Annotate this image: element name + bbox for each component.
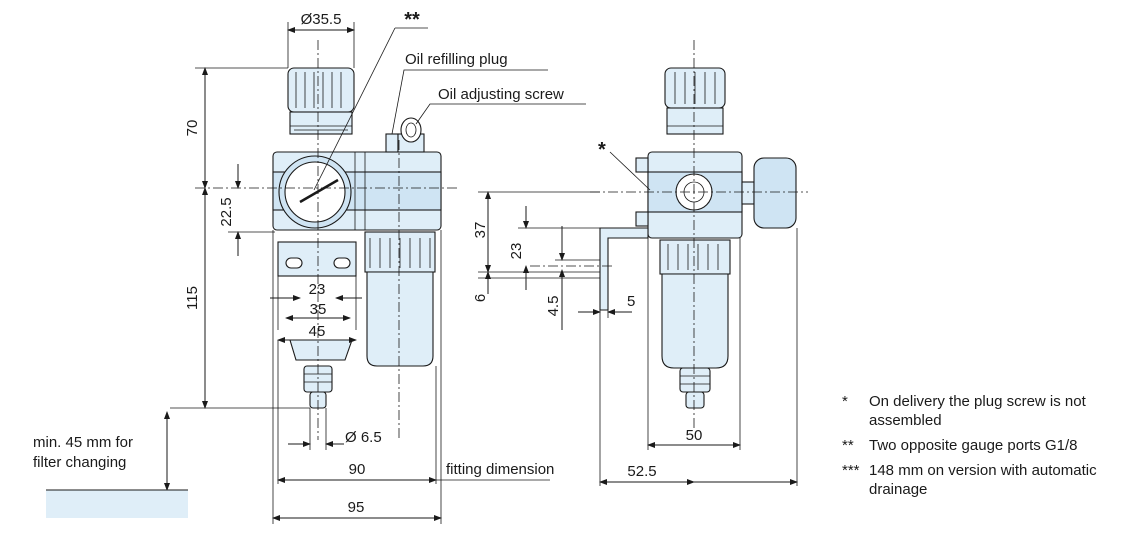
mounting-bracket: [277, 241, 357, 277]
floor-surface: [46, 490, 188, 518]
dim-slot-23: 23: [309, 281, 326, 298]
dim-drain-diameter: Ø 6.5: [345, 429, 382, 446]
label-oil-refilling-plug: Oil refilling plug: [405, 51, 508, 68]
dim-height-top: 70: [184, 120, 201, 137]
front-view: [195, 40, 460, 440]
pressure-gauge: [278, 155, 352, 229]
dim-slot-35: 35: [310, 301, 327, 318]
label-filter-changing-1: min. 45 mm for: [33, 434, 133, 451]
dim-slot-45: 45: [309, 323, 326, 340]
dim-bracket-37: 37: [472, 222, 489, 239]
side-gauge: [753, 157, 797, 229]
note-text: 148 mm on version with automatic drainag…: [869, 462, 1097, 498]
callout-double-star: **: [404, 9, 420, 31]
side-view: [530, 40, 808, 430]
note-mark: ***: [842, 462, 860, 479]
side-bowl: [659, 239, 731, 409]
note-mark: *: [842, 393, 848, 410]
note-item: ** Two opposite gauge ports G1/8: [842, 436, 1122, 455]
dim-bracket-5: 5: [627, 293, 635, 310]
dim-knob-diameter: Ø35.5: [301, 11, 342, 28]
note-item: * On delivery the plug screw is not asse…: [842, 392, 1122, 430]
dim-bracket-4-5: 4.5: [545, 296, 562, 317]
note-text: On delivery the plug screw is not assemb…: [869, 393, 1086, 429]
dim-port-offset: 22.5: [218, 197, 235, 226]
note-text: Two opposite gauge ports G1/8: [869, 437, 1078, 454]
lubricator-bowl: [364, 231, 436, 367]
note-mark: **: [842, 437, 854, 454]
side-dimension-lines: [478, 151, 798, 486]
label-fitting-dimension: fitting dimension: [446, 461, 554, 478]
oil-adjusting-screw: [397, 117, 425, 153]
label-filter-changing-2: filter changing: [33, 454, 126, 471]
filter-bowl: [289, 339, 353, 409]
label-oil-adjusting-screw: Oil adjusting screw: [438, 86, 564, 103]
note-item: *** 148 mm on version with automatic dra…: [842, 461, 1122, 499]
notes-legend: * On delivery the plug screw is not asse…: [842, 392, 1122, 505]
dim-fitting-90: 90: [349, 461, 366, 478]
regulator-knob: [287, 67, 355, 135]
dim-bracket-23: 23: [508, 243, 525, 260]
callout-single-star: *: [598, 139, 606, 161]
side-bracket: [599, 227, 649, 311]
dim-overall-95: 95: [348, 499, 365, 516]
front-dimension-lines: [164, 22, 586, 524]
dim-height-bottom: 115: [184, 286, 201, 310]
side-regulator-knob: [664, 67, 726, 135]
dim-bracket-6: 6: [472, 294, 489, 302]
oil-refilling-plug: [385, 133, 399, 153]
dim-side-width-50: 50: [686, 427, 703, 444]
dim-side-offset-52-5: 52.5: [627, 463, 656, 480]
